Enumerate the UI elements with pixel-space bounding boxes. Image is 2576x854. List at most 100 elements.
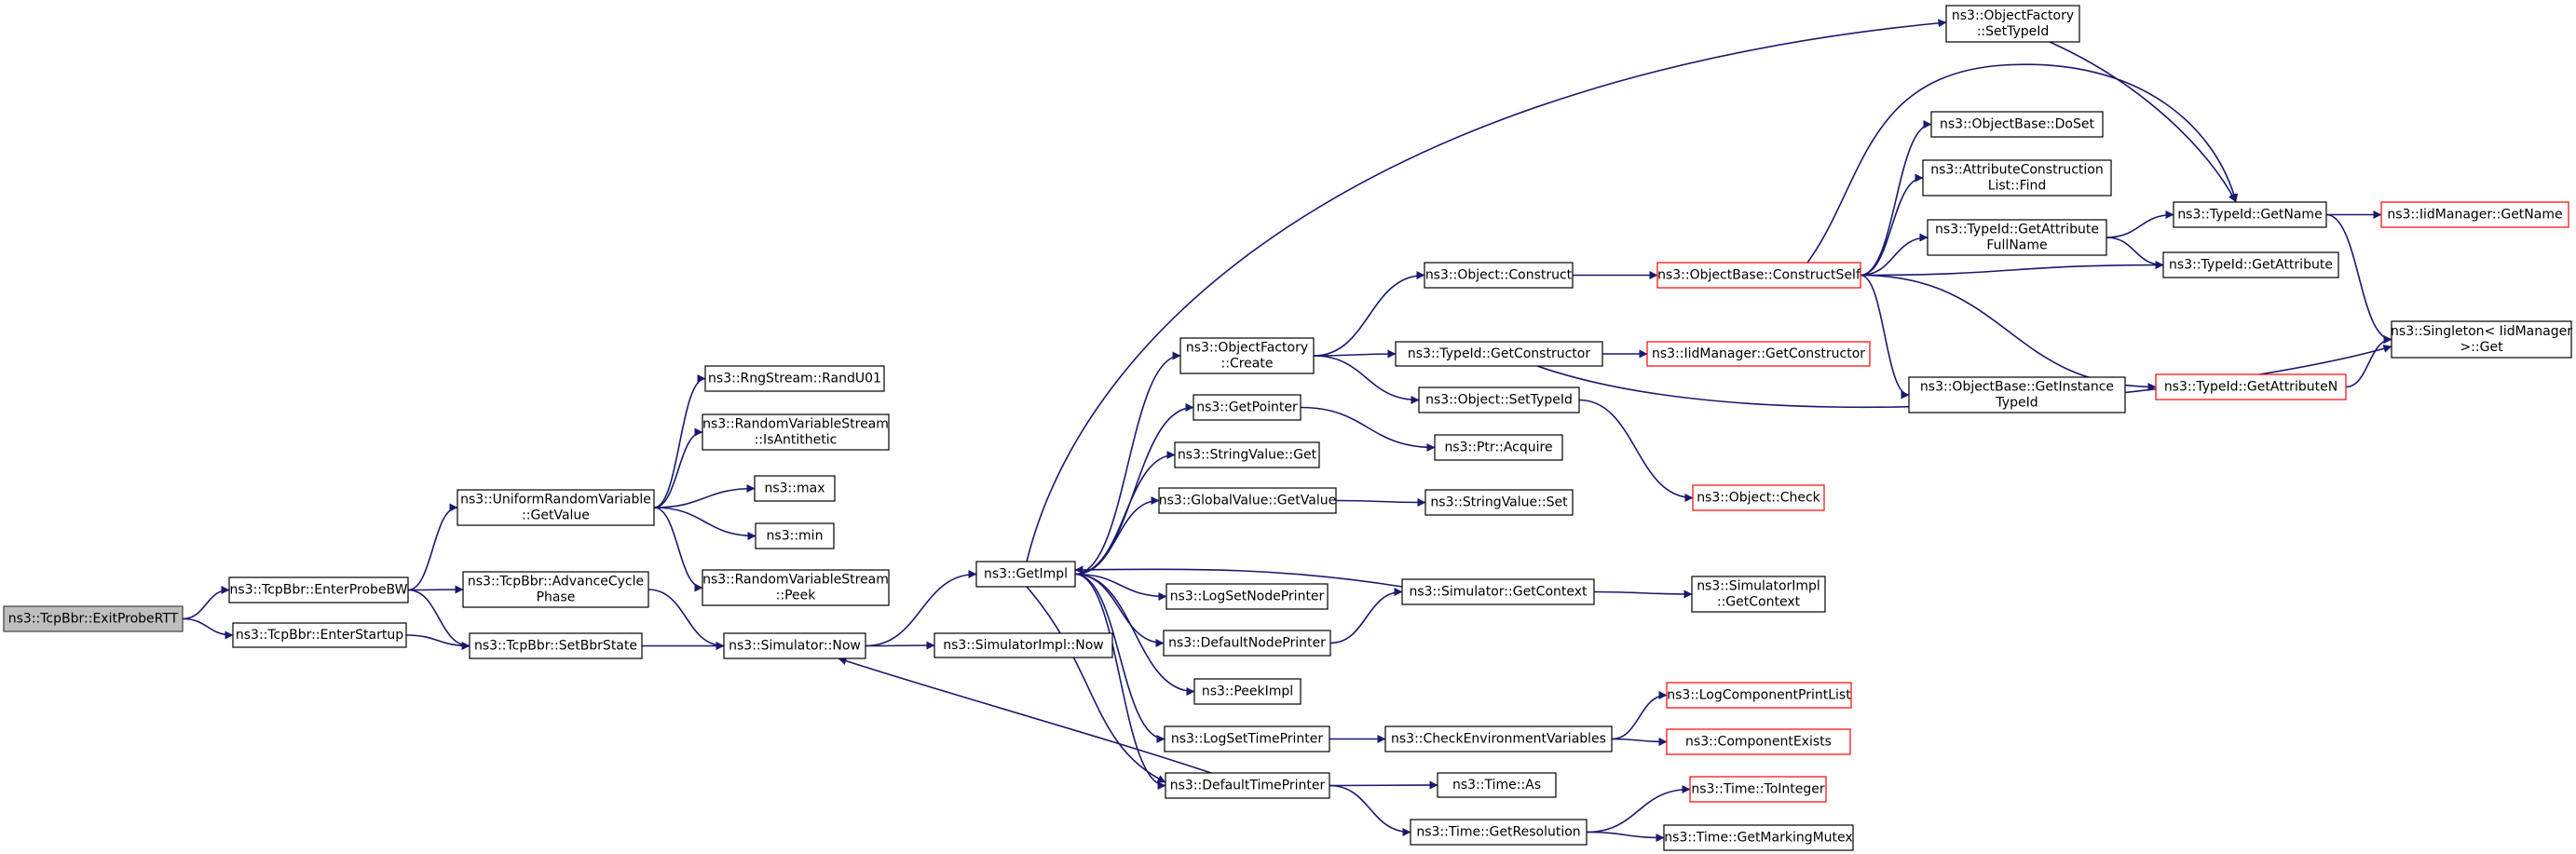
node-iidmanager_getname[interactable]: ns3::IidManager::GetName (2380, 201, 2569, 228)
node-ptr_acquire[interactable]: ns3::Ptr::Acquire (1434, 434, 1563, 461)
edge-typeid_getattributen-to-singleton_get (2345, 335, 2392, 388)
node-defaultnodeprinter[interactable]: ns3::DefaultNodePrinter (1163, 630, 1331, 657)
node-globalvalue_getvalue[interactable]: ns3::GlobalValue::GetValue (1158, 487, 1337, 514)
node-time_getmarkingmutex[interactable]: ns3::Time::GetMarkingMutex (1663, 824, 1854, 851)
node-box (2380, 201, 2569, 228)
node-peekimpl[interactable]: ns3::PeekImpl (1193, 678, 1302, 705)
edge-objectbase_constructself-to-objectbase_getinstancetypeid (1860, 274, 1910, 400)
edge-exitprobertt-to-enterprobebw (182, 586, 230, 620)
node-box (1689, 776, 1827, 803)
node-time_as[interactable]: ns3::Time::As (1437, 772, 1557, 798)
node-label: ns3::LogSetTimePrinter (1171, 732, 1324, 747)
node-label: ns3::Singleton< IidManager (2391, 324, 2572, 339)
node-defaulttimeprinter[interactable]: ns3::DefaultTimePrinter (1165, 772, 1330, 799)
node-label: ::SetTypeId (1977, 24, 2050, 39)
node-exitprobertt[interactable]: ns3::TcpBbr::ExitProbeRTT (3, 605, 184, 632)
node-typeid_getattributen[interactable]: ns3::TypeId::GetAttributeN (2155, 373, 2347, 400)
node-max[interactable]: ns3::max (754, 475, 836, 502)
edge-objectbase_constructself-to-attrconstructionlist_find (1860, 173, 1924, 277)
node-randu01[interactable]: ns3::RngStream::RandU01 (704, 365, 885, 392)
node-label: ::IsAntithetic (755, 433, 838, 448)
node-simimpl_getcontext[interactable]: ns3::SimulatorImpl::GetContext (1691, 576, 1826, 613)
node-getpointer[interactable]: ns3::GetPointer (1193, 394, 1302, 421)
node-box (469, 632, 643, 659)
node-label: ns3::Time::GetResolution (1416, 825, 1580, 840)
node-box (462, 571, 649, 608)
node-min[interactable]: ns3::min (755, 522, 835, 549)
node-label: ns3::TcpBbr::AdvanceCycle (468, 575, 644, 590)
node-label: ns3::DefaultTimePrinter (1170, 779, 1326, 793)
node-logsetnodeprinter[interactable]: ns3::LogSetNodePrinter (1165, 583, 1329, 610)
edge-getimpl-to-peekimpl (1074, 573, 1195, 696)
node-label: List::Find (1988, 179, 2047, 194)
node-singleton_get[interactable]: ns3::Singleton< IidManager>::Get (2391, 320, 2572, 359)
node-label: ns3::Object::Check (1697, 491, 1820, 506)
node-label: ns3::RandomVariableStream (702, 417, 889, 432)
node-object_check[interactable]: ns3::Object::Check (1692, 484, 1825, 511)
node-box (1656, 262, 1861, 289)
node-simulator_now[interactable]: ns3::Simulator::Now (723, 632, 866, 659)
node-typeid_getconstructor[interactable]: ns3::TypeId::GetConstructor (1395, 341, 1603, 367)
node-simimpl_now[interactable]: ns3::SimulatorImpl::Now (934, 632, 1113, 658)
node-box (1163, 630, 1331, 657)
edge-typeid_getname-to-singleton_get (2325, 213, 2392, 344)
node-label: ::GetValue (522, 508, 590, 523)
node-box (702, 413, 890, 451)
node-iidmanager_getconstructor[interactable]: ns3::IidManager::GetConstructor (1646, 341, 1871, 367)
edge-objectbase_constructself-to-typeid_getattributen (1860, 274, 2157, 391)
node-box (2155, 373, 2347, 400)
node-box (754, 475, 836, 502)
node-enterstartup[interactable]: ns3::TcpBbr::EnterStartup (232, 622, 407, 648)
edge-uniform_getvalue-to-isantithetic (653, 427, 703, 508)
node-label: ns3::TypeId::GetAttributeN (2164, 380, 2337, 395)
node-object_settypeid[interactable]: ns3::Object::SetTypeId (1418, 386, 1580, 413)
edge-typeid_getattributefullname-to-typeid_getattribute (2106, 237, 2164, 269)
node-setbbrstate[interactable]: ns3::TcpBbr::SetBbrState (469, 632, 643, 659)
node-label: Phase (537, 590, 576, 605)
node-object_construct[interactable]: ns3::Object::Construct (1424, 262, 1574, 289)
node-objfactory_create[interactable]: ns3::ObjectFactory::Create (1179, 337, 1315, 374)
node-label: ns3::ObjectBase::DoSet (1940, 117, 2094, 132)
node-box (1927, 219, 2107, 256)
node-isantithetic[interactable]: ns3::RandomVariableStream::IsAntithetic (702, 413, 890, 451)
node-label: ns3::ObjectFactory (1186, 341, 1308, 356)
node-logsettimeprinter[interactable]: ns3::LogSetTimePrinter (1164, 725, 1330, 752)
node-box (1922, 159, 2112, 197)
edge-getimpl-to-objfactory_settypeid (1026, 19, 1947, 563)
node-label: ns3::PeekImpl (1202, 685, 1293, 699)
edge-checkenvvars-to-logcomponentprintlist (1611, 691, 1668, 740)
node-time_getresolution[interactable]: ns3::Time::GetResolution (1410, 819, 1588, 846)
node-label: ns3::LogComponentPrintList (1667, 688, 1851, 703)
node-box (1692, 484, 1825, 511)
node-simulator_getcontext[interactable]: ns3::Simulator::GetContext (1401, 578, 1595, 605)
node-label: ns3::GetImpl (984, 567, 1068, 582)
node-label: ns3::IidManager::GetName (2387, 208, 2562, 223)
node-objectbase_constructself[interactable]: ns3::ObjectBase::ConstructSelf (1656, 262, 1861, 289)
node-logcomponentprintlist[interactable]: ns3::LogComponentPrintList (1666, 682, 1852, 709)
node-peek[interactable]: ns3::RandomVariableStream::Peek (702, 569, 890, 606)
node-time_tointeger[interactable]: ns3::Time::ToInteger (1689, 776, 1827, 803)
node-objectbase_doset[interactable]: ns3::ObjectBase::DoSet (1930, 111, 2104, 138)
node-getimpl[interactable]: ns3::GetImpl (975, 561, 1076, 588)
edge-simulator_now-to-getimpl (865, 570, 977, 647)
node-componentexists[interactable]: ns3::ComponentExists (1666, 728, 1851, 755)
node-label: ns3::Object::SetTypeId (1425, 393, 1573, 408)
node-typeid_getname[interactable]: ns3::TypeId::GetName (2173, 201, 2327, 228)
node-box (1930, 111, 2104, 138)
node-stringvalue_set[interactable]: ns3::StringValue::Set (1424, 489, 1574, 516)
node-stringvalue_get[interactable]: ns3::StringValue::Get (1174, 441, 1320, 468)
node-label: ns3::TcpBbr::EnterProbeBW (230, 583, 408, 598)
node-uniform_getvalue[interactable]: ns3::UniformRandomVariable::GetValue (457, 489, 655, 526)
node-box (1434, 434, 1563, 461)
node-objfactory_settypeid[interactable]: ns3::ObjectFactory::SetTypeId (1945, 5, 2080, 43)
node-label: ns3::LogSetNodePrinter (1170, 590, 1325, 604)
node-enterprobebw[interactable]: ns3::TcpBbr::EnterProbeBW (228, 576, 409, 603)
edge-getimpl-to-logsettimeprinter (1074, 573, 1165, 743)
node-checkenvvars[interactable]: ns3::CheckEnvironmentVariables (1384, 725, 1613, 752)
node-typeid_getattribute[interactable]: ns3::TypeId::GetAttribute (2162, 251, 2339, 278)
